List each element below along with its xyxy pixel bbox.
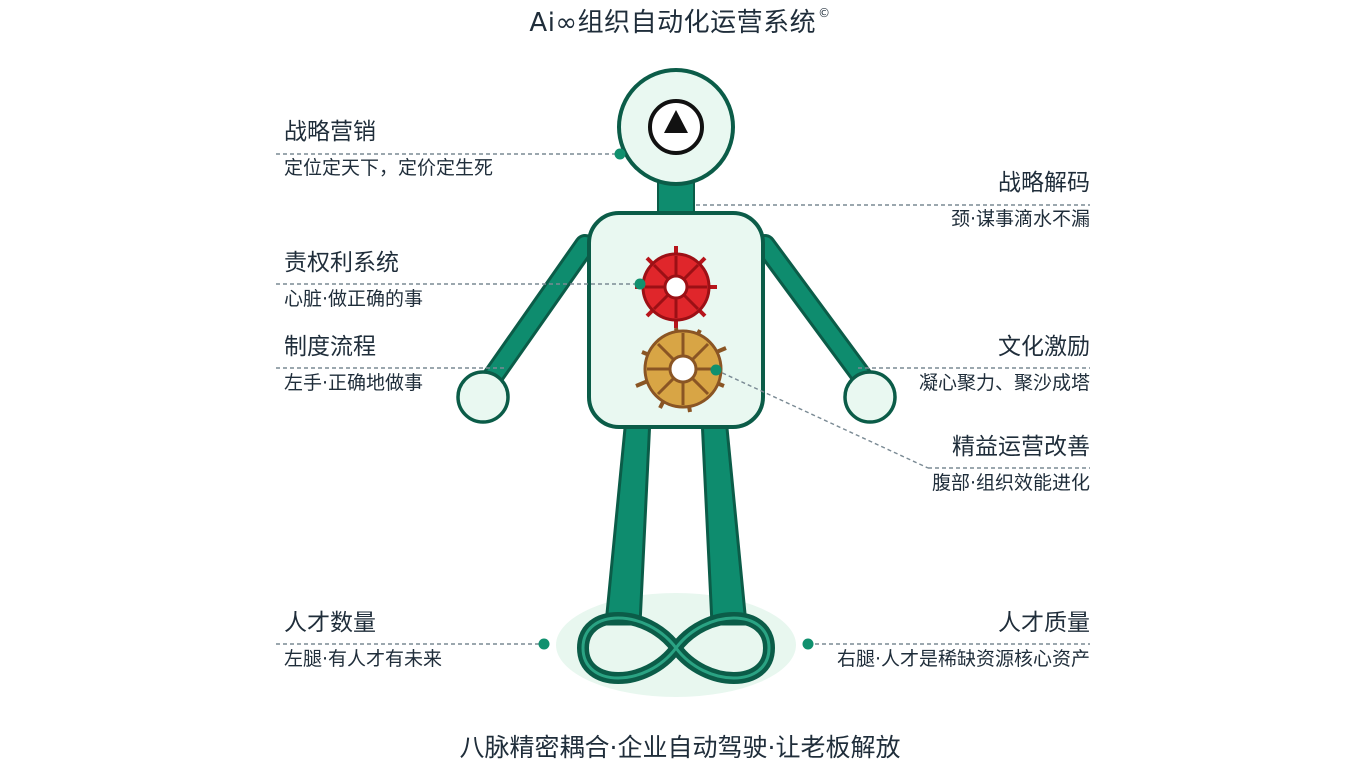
page-title: Ai∞组织自动化运营系统© <box>0 2 1360 39</box>
heart-gear-icon <box>635 246 717 328</box>
label-talent-quantity: 人才数量 左腿·有人才有未来 <box>284 609 442 672</box>
label-culture-incentive: 文化激励 凝心聚力、聚沙成塔 <box>919 333 1090 396</box>
label-title: 人才数量 <box>284 610 376 636</box>
left-hand <box>456 370 510 424</box>
label-title: 制度流程 <box>284 334 376 360</box>
label-title: 文化激励 <box>998 334 1090 360</box>
title-text: Ai∞组织自动化运营系统 <box>529 8 817 38</box>
label-strategic-marketing: 战略营销 定位定天下，定价定生死 <box>284 118 493 181</box>
label-title: 责权利系统 <box>284 250 399 276</box>
label-subtitle: 颈·谋事滴水不漏 <box>950 208 1090 230</box>
belly-gear-icon <box>635 327 727 413</box>
label-title: 精益运营改善 <box>952 434 1090 460</box>
label-title: 人才质量 <box>998 610 1090 636</box>
label-process-system: 制度流程 左手·正确地做事 <box>284 333 423 396</box>
label-subtitle: 左手·正确地做事 <box>284 372 424 394</box>
connector-dots <box>538 148 814 650</box>
left-leg <box>604 416 652 626</box>
label-title: 战略解码 <box>998 170 1090 196</box>
copyright-mark: © <box>818 6 831 20</box>
infinity-icon <box>577 612 775 684</box>
label-subtitle: 右腿·人才是稀缺资源核心资产 <box>836 648 1090 670</box>
label-strategy-decoding: 战略解码 颈·谋事滴水不漏 <box>951 169 1090 232</box>
label-subtitle: 凝心聚力、聚沙成塔 <box>918 372 1090 394</box>
right-hand <box>843 370 897 424</box>
label-lean-operation: 精益运营改善 腹部·组织效能进化 <box>932 433 1090 496</box>
label-title: 战略营销 <box>284 119 376 145</box>
label-talent-quality: 人才质量 右腿·人才是稀缺资源核心资产 <box>837 609 1090 672</box>
compass-triangle-icon <box>648 99 704 155</box>
label-responsibility-system: 责权利系统 心脏·做正确的事 <box>284 249 423 312</box>
footer-slogan: 八脉精密耦合·企业自动驾驶·让老板解放 <box>459 733 901 762</box>
leader-lines <box>276 153 1090 645</box>
right-leg <box>700 416 748 626</box>
label-subtitle: 左腿·有人才有未来 <box>284 648 443 670</box>
label-subtitle: 腹部·组织效能进化 <box>931 472 1090 494</box>
label-subtitle: 心脏·做正确的事 <box>284 288 424 310</box>
label-subtitle: 定位定天下，定价定生死 <box>284 157 494 179</box>
